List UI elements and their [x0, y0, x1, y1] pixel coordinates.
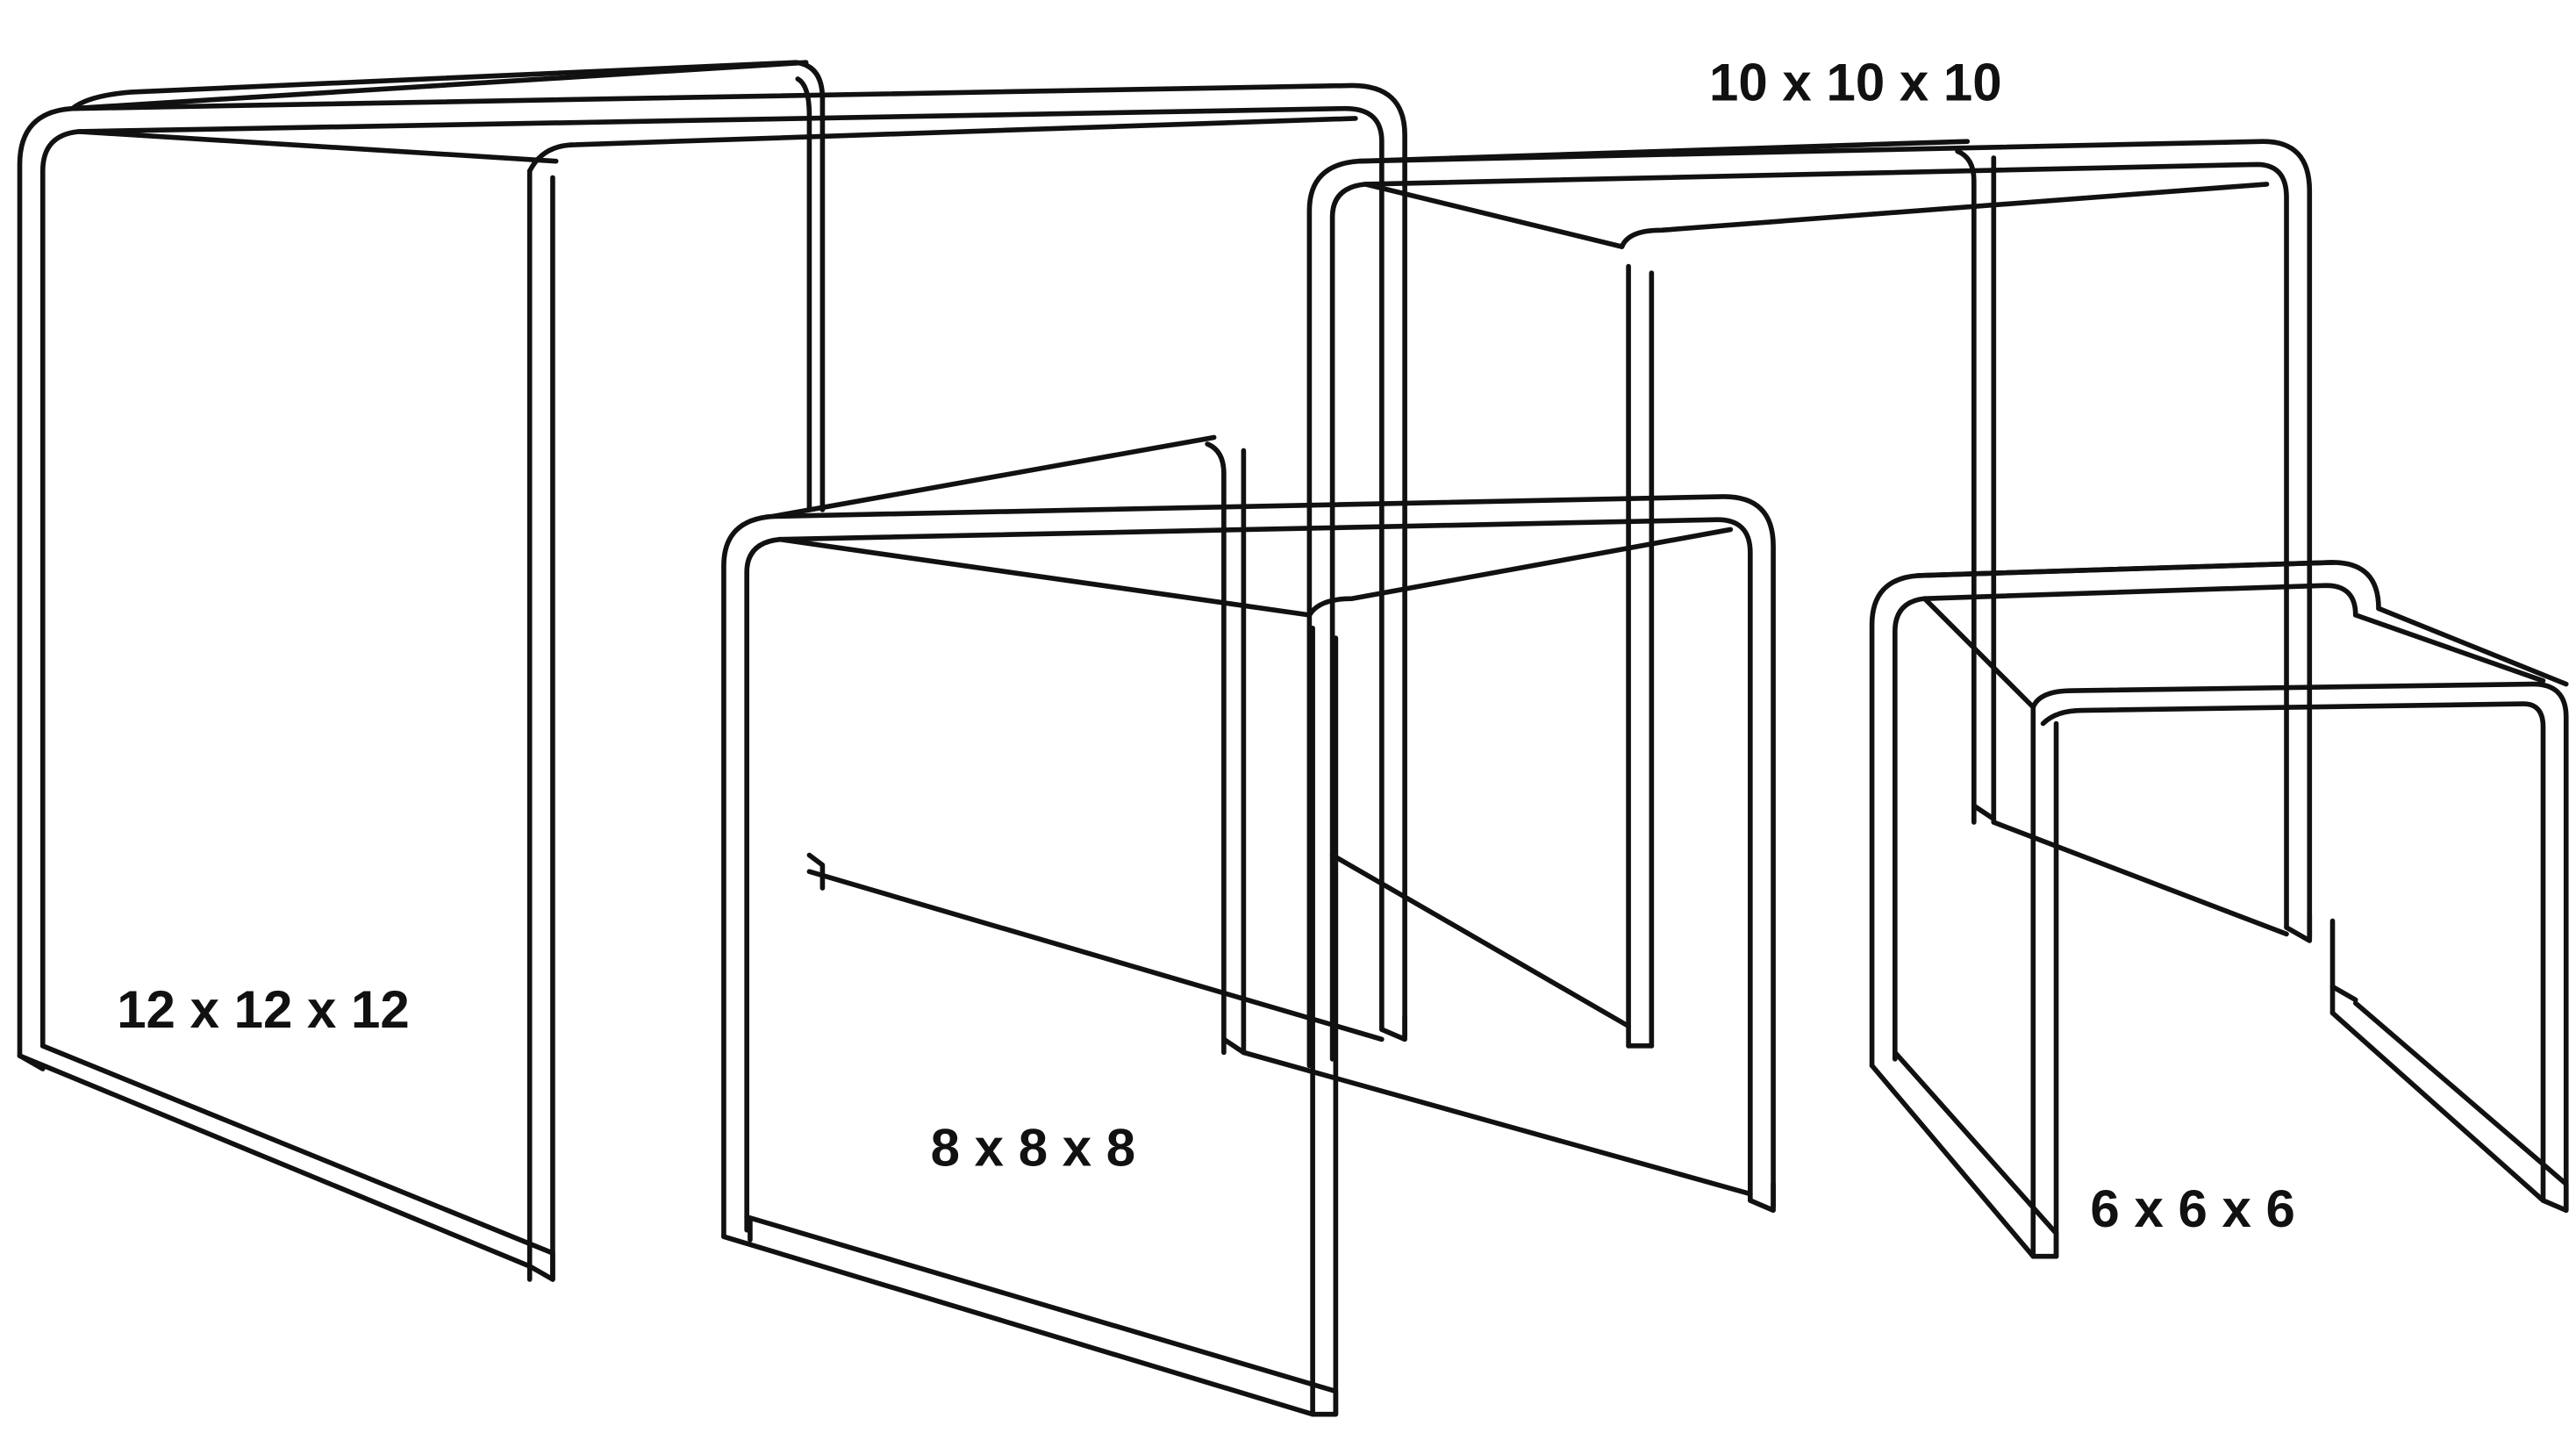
riser-6-shape: [1869, 560, 2569, 1259]
riser-12-shape: [17, 60, 1407, 1282]
riser-6-label: 6 x 6 x 6: [2090, 1179, 2294, 1238]
riser-12-label: 12 x 12 x 12: [117, 980, 410, 1039]
riser-8-label: 8 x 8 x 8: [931, 1119, 1135, 1178]
riser-8-shape: [721, 434, 1776, 1417]
riser-10-shape: [1306, 139, 2313, 1069]
riser-10-label: 10 x 10 x 10: [1709, 53, 2002, 111]
